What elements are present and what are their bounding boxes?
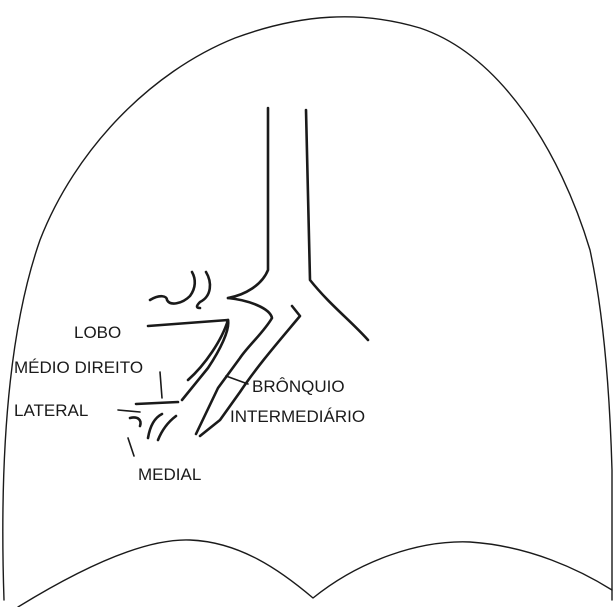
medial-segment-branch-1 <box>130 417 141 426</box>
label-lateral: LATERAL <box>14 401 88 420</box>
main-bronchus-left-wall <box>228 108 268 298</box>
upper-bronchus-curl-1 <box>150 272 195 303</box>
label-lobe-line1: LOBO <box>74 323 121 342</box>
main-bronchus-right-wall <box>306 110 368 340</box>
diaphragm-outline <box>18 540 612 607</box>
medial-segment-branch-3 <box>158 416 176 440</box>
label-lobe-line2: MÉDIO DIREITO <box>14 358 143 377</box>
lateral-segment-bronchus <box>136 402 178 404</box>
lung-outline <box>3 17 612 600</box>
label-medial: MEDIAL <box>138 465 201 484</box>
label-bronchus-line2: INTERMEDIÁRIO <box>230 407 365 426</box>
leader-lateral <box>118 410 140 412</box>
upper-bronchus-curl-2 <box>197 272 210 308</box>
leader-lobe <box>160 372 162 398</box>
leader-bronchus <box>226 376 248 384</box>
leader-medial <box>128 438 134 456</box>
middle-lobe-bronchus-upper-wall <box>148 320 228 380</box>
label-bronchus-line1: BRÔNQUIO <box>252 377 345 396</box>
